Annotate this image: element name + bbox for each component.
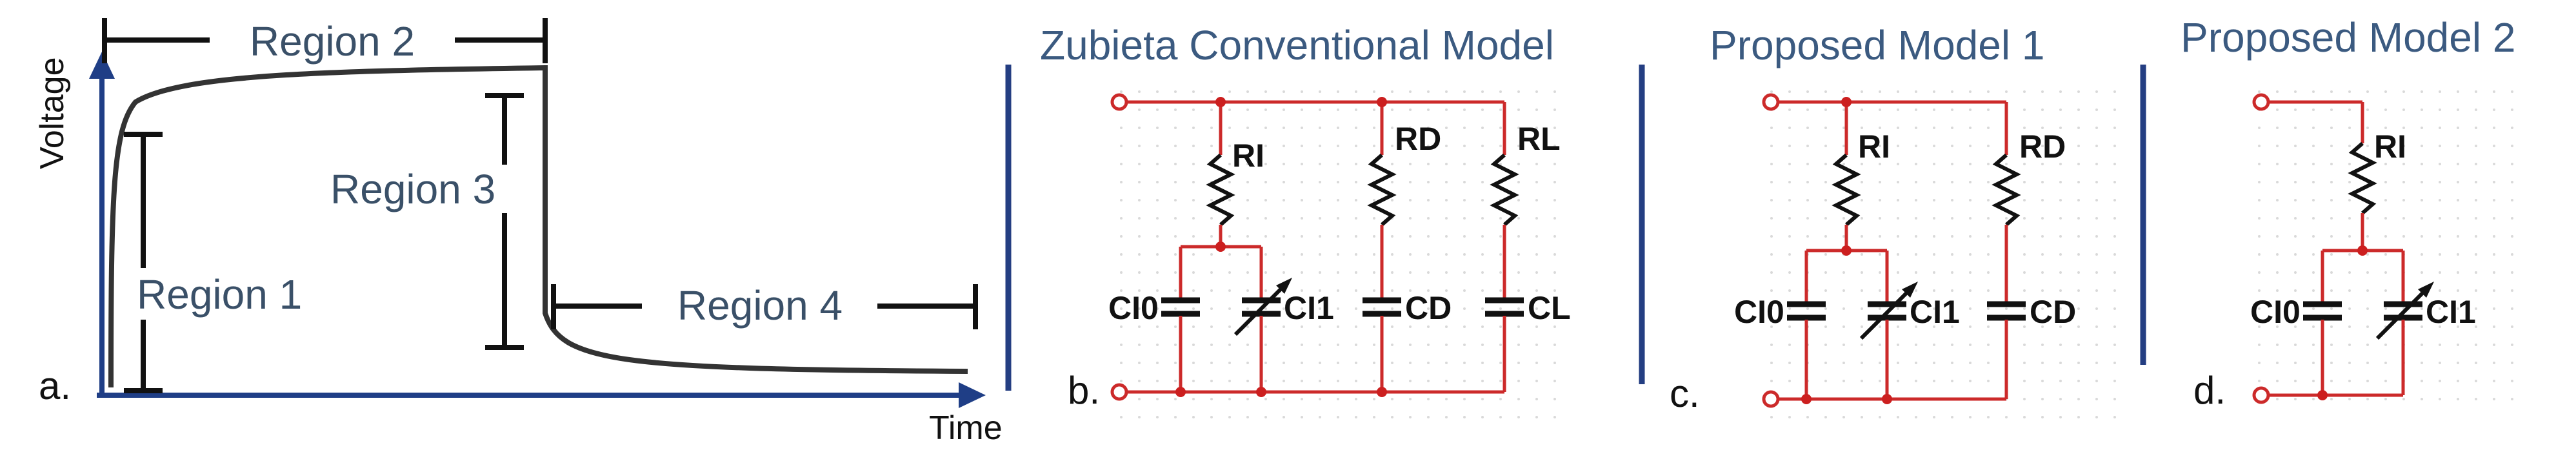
- label-ci1: CI1: [1910, 294, 1960, 330]
- label-ci1: CI1: [2426, 294, 2476, 330]
- region-2-label: Region 2: [250, 18, 415, 65]
- region-3-label: Region 3: [330, 166, 495, 212]
- y-axis-arrow: [89, 52, 115, 79]
- label-ri: RI: [1858, 129, 1890, 165]
- terminal-negative[interactable]: [1762, 390, 1780, 408]
- junction-dot: [1215, 242, 1226, 252]
- panel-c-title: Proposed Model 1: [1710, 22, 2044, 68]
- label-rl: RL: [1517, 121, 1561, 157]
- terminal-positive[interactable]: [1762, 93, 1780, 111]
- resistor-ri: [2348, 141, 2377, 215]
- junction-dot: [1377, 387, 1387, 397]
- label-cd: CD: [2030, 294, 2076, 330]
- label-rd: RD: [1395, 121, 1441, 157]
- junction-dot: [1215, 97, 1226, 107]
- y-axis-label: Voltage: [34, 57, 71, 170]
- junction-dot: [1841, 97, 1852, 107]
- resistor-ri: [1206, 153, 1235, 227]
- panel-b-title: Zubieta Conventional Model: [1040, 22, 1554, 68]
- label-ci0: CI0: [1108, 290, 1159, 326]
- label-ri: RI: [2374, 129, 2406, 165]
- junction-dot: [2357, 245, 2368, 256]
- terminal-positive[interactable]: [1110, 93, 1128, 111]
- panel-d-title: Proposed Model 2: [2181, 14, 2515, 61]
- region-1-label: Region 1: [137, 271, 302, 318]
- resistor-ri: [1832, 153, 1861, 227]
- resistor-rd: [1992, 153, 2021, 227]
- label-ci0: CI0: [1734, 294, 1784, 330]
- junction-dot: [1841, 245, 1852, 256]
- panel-c: Proposed Model 1 c. RI RD: [1670, 22, 2126, 426]
- junction-dot: [2317, 390, 2328, 400]
- label-rd: RD: [2019, 129, 2066, 165]
- x-axis-arrow: [959, 382, 986, 408]
- panel-letter-c: c.: [1670, 372, 1700, 415]
- junction-dot: [1377, 97, 1387, 107]
- terminal-negative[interactable]: [1110, 383, 1128, 401]
- panel-letter-d: d.: [2193, 369, 2226, 412]
- panel-letter-b: b.: [1068, 369, 1100, 412]
- panel-a: Voltage Time a. Region 2 Region 1 Region…: [34, 17, 1003, 447]
- panel-d: Proposed Model 2 d. RI CI0 CI1: [2181, 14, 2522, 413]
- terminal-positive[interactable]: [2252, 93, 2270, 111]
- label-cl: CL: [1528, 290, 1571, 326]
- label-ri: RI: [1232, 138, 1264, 174]
- region-4-label: Region 4: [677, 282, 843, 329]
- resistor-rl: [1490, 153, 1519, 227]
- panel-b: Zubieta Conventional Model b.: [1040, 22, 1571, 420]
- x-axis-label: Time: [929, 409, 1003, 447]
- label-ci1: CI1: [1284, 290, 1334, 326]
- label-ci0: CI0: [2250, 294, 2301, 330]
- junction-dot: [1882, 394, 1892, 404]
- panel-letter-a: a.: [39, 364, 71, 407]
- label-cd: CD: [1405, 290, 1452, 326]
- resistor-rd: [1367, 153, 1397, 227]
- terminal-negative[interactable]: [2252, 386, 2270, 404]
- voltage-curve: [108, 65, 968, 388]
- junction-dot: [1801, 394, 1812, 404]
- junction-dot: [1256, 387, 1266, 397]
- junction-dot: [1175, 387, 1186, 397]
